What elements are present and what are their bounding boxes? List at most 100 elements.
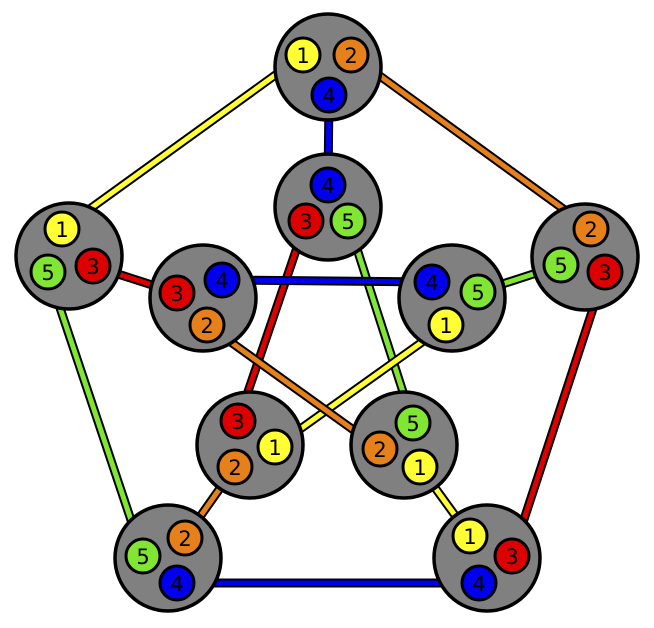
port-circle [166, 519, 204, 557]
port-outer-bottom-right-4: 4 [460, 564, 498, 602]
port-inner-top-5: 5 [329, 202, 367, 240]
port-inner-right-5: 5 [459, 273, 497, 311]
port-inner-bottom-right-1: 1 [401, 448, 439, 486]
port-inner-left-2: 2 [188, 306, 226, 344]
port-label: 3 [231, 410, 244, 434]
port-outer-bottom-left-2: 2 [166, 519, 204, 557]
port-inner-right-1: 1 [427, 306, 465, 344]
port-label: 4 [215, 269, 228, 293]
port-circle [427, 306, 465, 344]
port-label: 2 [228, 456, 241, 480]
port-inner-bottom-right-2: 2 [361, 430, 399, 468]
node-outer-left: 135 [14, 201, 124, 311]
port-circle [287, 202, 325, 240]
port-circle [394, 404, 432, 442]
node-inner-right: 4 51 [397, 243, 507, 353]
edge-outer-right-to-outer-bottom-right [507, 267, 610, 561]
port-label: 5 [341, 210, 354, 234]
port-circle [493, 537, 531, 575]
node-outer-bottom-left: 254 [113, 503, 223, 613]
port-inner-bottom-right-5: 5 [394, 404, 432, 442]
port-circle [413, 263, 451, 301]
port-circle [256, 428, 294, 466]
port-inner-top-3: 3 [287, 202, 325, 240]
port-label: 2 [178, 527, 191, 551]
port-label: 2 [584, 218, 597, 242]
edge-outer-top-to-outer-right [346, 50, 596, 234]
port-circle [586, 253, 624, 291]
edge-inner-top-to-inner-bottom-right [343, 216, 418, 428]
port-inner-top-4: 4 [309, 166, 347, 204]
port-label: 4 [321, 174, 334, 198]
port-outer-bottom-left-4: 4 [158, 564, 196, 602]
port-label: 3 [170, 282, 183, 306]
port-label: 2 [373, 438, 386, 462]
port-circle [459, 273, 497, 311]
port-circle [124, 537, 162, 575]
node-outer-top: 1 24 [273, 12, 383, 122]
port-label: 4 [322, 84, 335, 108]
node-inner-bottom-left: 31 2 [195, 390, 305, 500]
port-inner-bottom-left-2: 2 [216, 448, 254, 486]
port-outer-top-4: 4 [310, 76, 348, 114]
port-circle [310, 76, 348, 114]
port-circle [542, 246, 580, 284]
port-outer-left-1: 1 [43, 210, 81, 248]
port-label: 1 [268, 436, 281, 460]
edge-inner-left-to-inner-bottom-right [202, 320, 385, 454]
port-circle [188, 306, 226, 344]
port-inner-right-4: 4 [413, 263, 451, 301]
port-label: 4 [170, 572, 183, 596]
port-label: 5 [41, 261, 54, 285]
port-outer-left-3: 3 [74, 247, 112, 285]
port-circle [309, 166, 347, 204]
port-circle [158, 274, 196, 312]
port-circle [43, 210, 81, 248]
edge-inner-top-to-inner-bottom-left [233, 216, 311, 426]
port-outer-right-3: 3 [586, 253, 624, 291]
port-label: 2 [200, 314, 213, 338]
port-circle [219, 402, 257, 440]
port-label: 3 [598, 261, 611, 285]
port-circle [451, 517, 489, 555]
port-circle [361, 430, 399, 468]
port-label: 5 [406, 412, 419, 436]
port-inner-left-3: 3 [158, 274, 196, 312]
port-label: 4 [472, 572, 485, 596]
node-inner-top: 43 5 [273, 152, 383, 262]
port-label: 1 [55, 218, 68, 242]
edges-layer [43, 50, 610, 588]
port-label: 1 [463, 525, 476, 549]
port-outer-left-5: 5 [29, 253, 67, 291]
port-inner-bottom-left-3: 3 [219, 402, 257, 440]
port-label: 1 [413, 456, 426, 480]
port-outer-bottom-right-3: 3 [493, 537, 531, 575]
port-circle [203, 261, 241, 299]
port-circle [216, 448, 254, 486]
port-circle [329, 202, 367, 240]
port-circle [401, 448, 439, 486]
port-circle [158, 564, 196, 602]
edge-outer-top-to-outer-left [57, 50, 308, 234]
port-label: 2 [344, 44, 357, 68]
edge-inner-right-to-inner-bottom-left [270, 320, 451, 452]
port-label: 3 [299, 210, 312, 234]
port-label: 4 [425, 271, 438, 295]
node-outer-bottom-right: 134 [432, 503, 542, 613]
port-label: 5 [471, 281, 484, 305]
port-circle [29, 253, 67, 291]
port-label: 1 [296, 44, 309, 68]
port-circle [74, 247, 112, 285]
port-outer-right-2: 2 [572, 210, 610, 248]
port-label: 5 [554, 254, 567, 278]
edge-outer-bottom-left-to-outer-left [43, 267, 148, 561]
port-inner-bottom-left-1: 1 [256, 428, 294, 466]
port-circle [284, 36, 322, 74]
port-circle [332, 36, 370, 74]
port-outer-top-2: 2 [332, 36, 370, 74]
node-inner-bottom-right: 52 1 [349, 390, 459, 500]
port-inner-left-4: 4 [203, 261, 241, 299]
port-outer-bottom-right-1: 1 [451, 517, 489, 555]
